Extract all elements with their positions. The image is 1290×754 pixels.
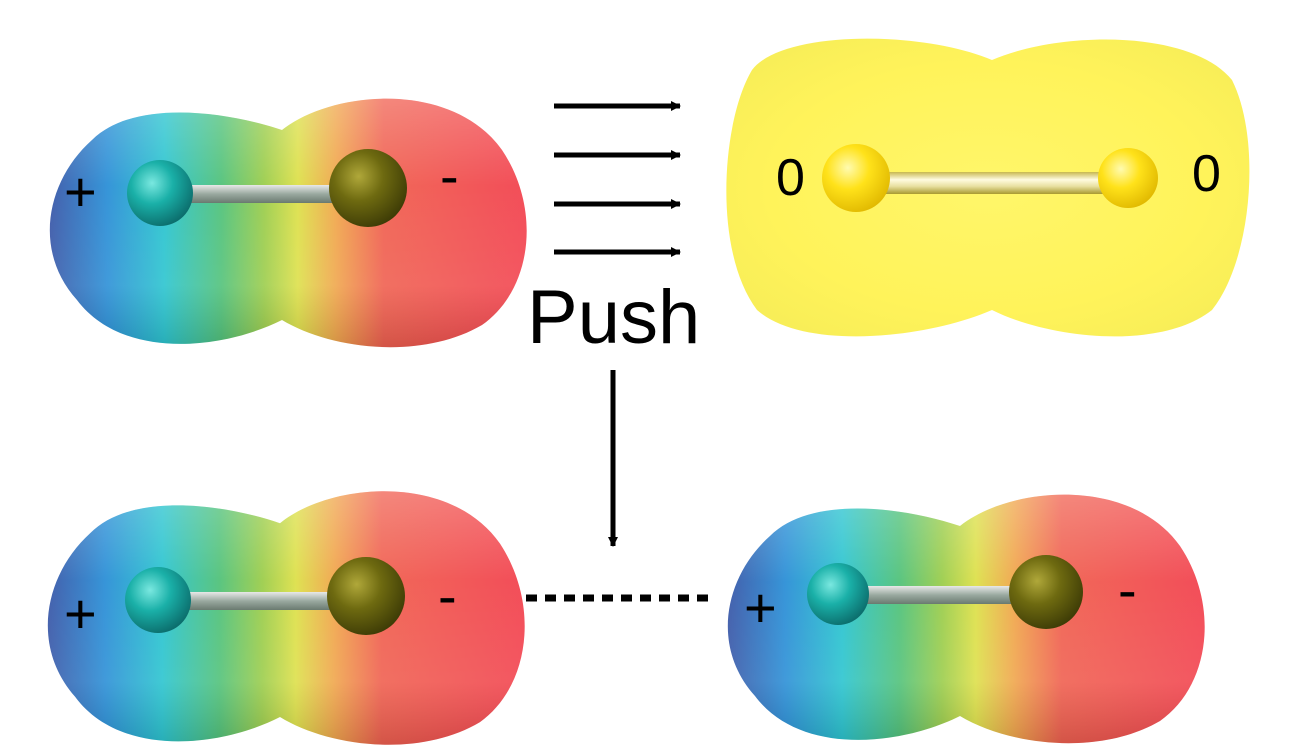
bond [182,185,342,203]
neutral-left-label: 0 [776,149,805,207]
negative-charge-label: - [1118,558,1137,621]
push-label: Push [527,275,701,360]
polar-molecule-top-left [49,98,527,348]
neutral-atom-right [1098,148,1158,208]
bond [845,586,1020,604]
positive-charge-label: + [64,582,97,645]
positive-atom [125,567,191,633]
positive-charge-label: + [744,576,777,639]
push-arrows [554,101,681,257]
negative-charge-label: - [440,144,459,207]
neutral-right-label: 0 [1192,145,1221,203]
positive-charge-label: + [64,160,97,223]
neutral-atom-left [822,144,890,212]
polar-molecule-bottom-left [47,491,525,745]
neutral-molecule [726,38,1250,337]
negative-atom [329,149,407,227]
positive-atom [807,563,869,625]
positive-atom [127,160,193,226]
negative-atom [1009,555,1083,629]
negative-charge-label: - [438,564,457,627]
polar-molecule-bottom-right [727,494,1205,744]
bond [180,592,340,610]
negative-atom [327,557,405,635]
neutral-bond [882,172,1112,194]
